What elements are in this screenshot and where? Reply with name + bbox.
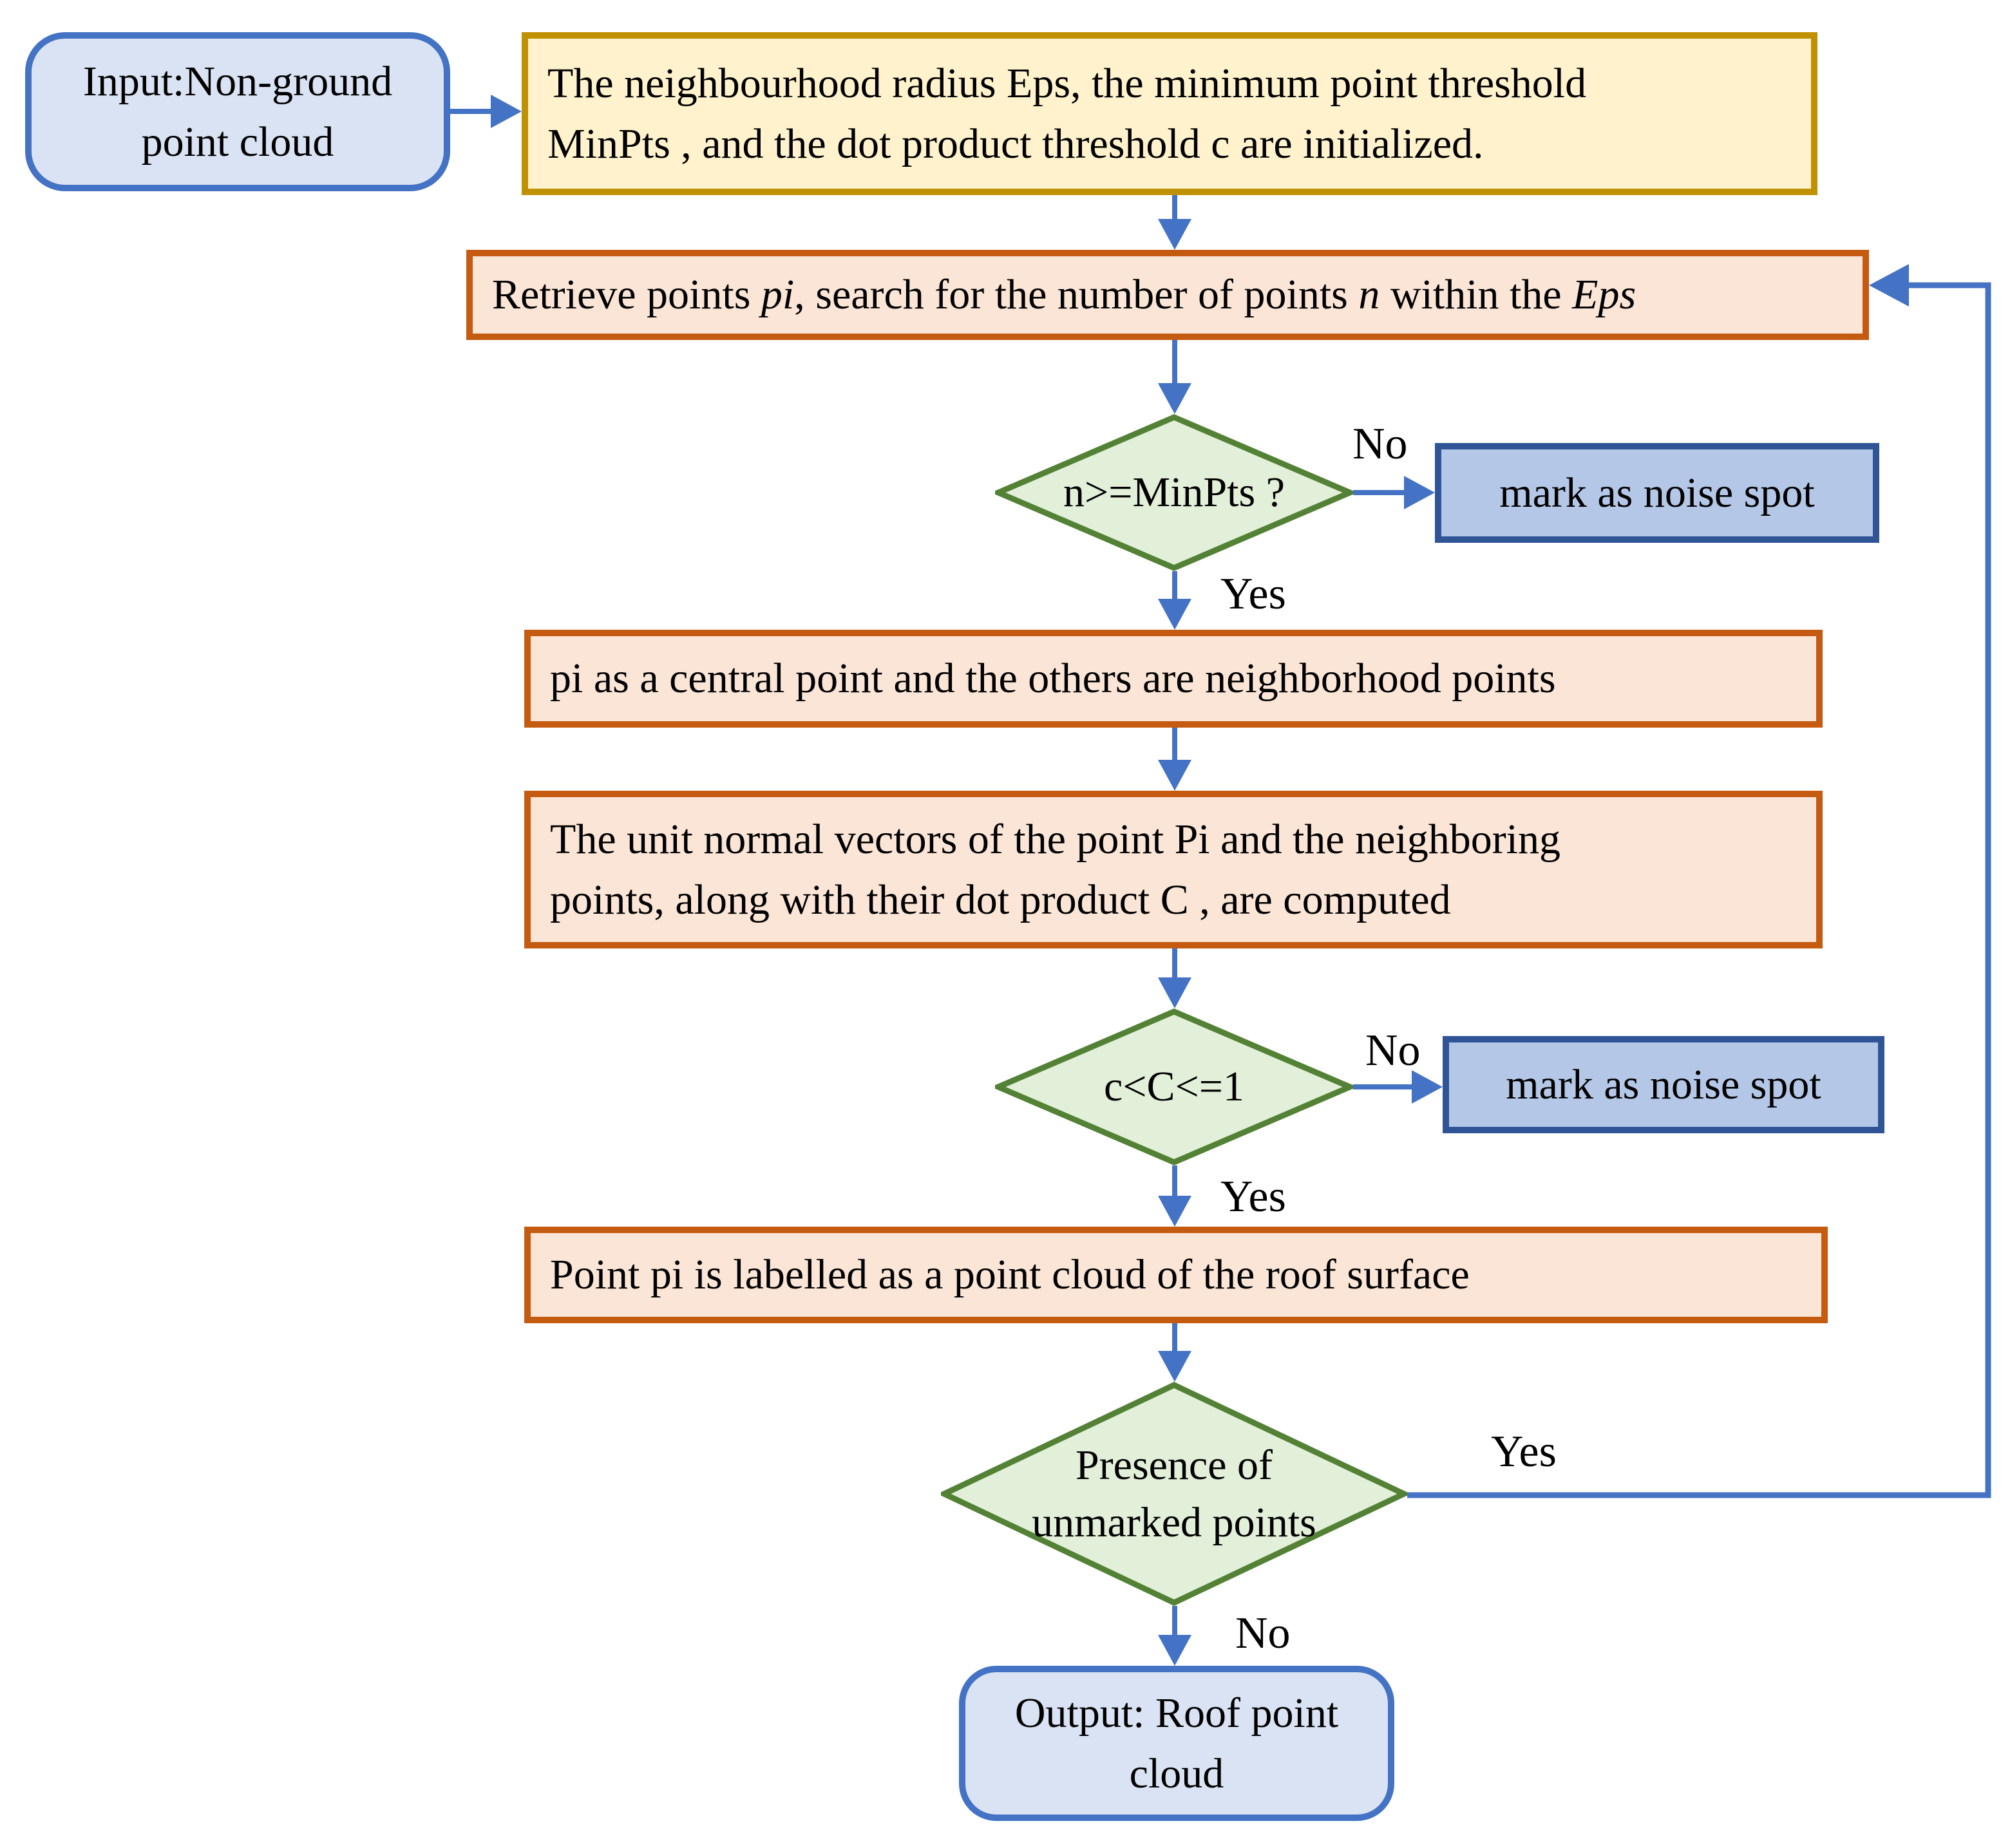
noise-node-2-label: mark as noise spot [1506,1061,1821,1108]
arrowhead-input-to-init [491,95,522,128]
roof-label-text: Point pi is labelled as a point cloud of… [550,1251,1470,1299]
normal-vectors-node: The unit normal vectors of the point Pi … [524,791,1823,948]
input-node: Input:Non-ground point cloud [25,32,450,191]
retrieve-points-label: Retrieve points pi, search for the numbe… [492,271,1636,319]
decision-dot-product-label: c<C<=1 [1104,1063,1244,1111]
noise-node-2: mark as noise spot [1443,1036,1884,1133]
noise-node-1: mark as noise spot [1435,443,1879,543]
noise-node-1-label: mark as noise spot [1499,469,1815,516]
label-unmarked-no: No [1235,1608,1291,1658]
arrowhead-central-to-normals [1158,760,1191,791]
arrowhead-retrieve-to-minpts [1158,383,1191,414]
init-params-node: The neighbourhood radius Eps, the minimu… [522,32,1817,195]
decision-minpts-label: n>=MinPts ? [1063,469,1285,516]
label-dot-no: No [1365,1026,1421,1075]
decision-unmarked-shape [941,1382,1407,1606]
arrowhead-dot-yes [1158,1196,1191,1227]
arrowhead-normals-to-dot [1158,977,1191,1008]
arrowhead-init-to-retrieve [1158,219,1191,250]
arrowhead-minpts-no [1404,476,1435,509]
arrowhead-feedback-to-retrieve [1869,264,1909,306]
arrowhead-dot-no [1412,1070,1443,1104]
central-point-label: pi as a central point and the others are… [550,655,1556,702]
normal-vectors-label: The unit normal vectors of the point Pi … [550,815,1561,923]
roof-label-node: Point pi is labelled as a point cloud of… [524,1227,1828,1323]
label-unmarked-yes: Yes [1491,1427,1557,1476]
label-minpts-yes: Yes [1220,569,1286,619]
label-dot-yes: Yes [1220,1172,1286,1221]
input-node-label: Input:Non-ground point cloud [82,57,393,165]
label-minpts-no: No [1352,419,1408,469]
output-node: Output: Roof point cloud [959,1666,1394,1821]
arrowhead-unmarked-no [1158,1635,1191,1666]
arrowhead-roof-to-unmarked [1158,1351,1191,1382]
decision-unmarked-label: Presence of unmarked points [1032,1441,1316,1546]
init-params-label: The neighbourhood radius Eps, the minimu… [547,59,1587,167]
retrieve-points-node: Retrieve points pi, search for the numbe… [466,250,1869,340]
decision-minpts-shape [995,414,1353,571]
output-node-label: Output: Roof point cloud [1014,1689,1339,1797]
arrowhead-minpts-yes [1158,599,1191,630]
decision-dot-product: c<C<=1 [995,1008,1353,1165]
decision-minpts: n>=MinPts ? [995,414,1353,571]
decision-dot-product-shape [995,1008,1353,1165]
decision-unmarked-points: Presence of unmarked points [941,1382,1407,1606]
central-point-node: pi as a central point and the others are… [524,630,1823,728]
edge-unmarked-yes-feedback [1407,282,1991,1498]
